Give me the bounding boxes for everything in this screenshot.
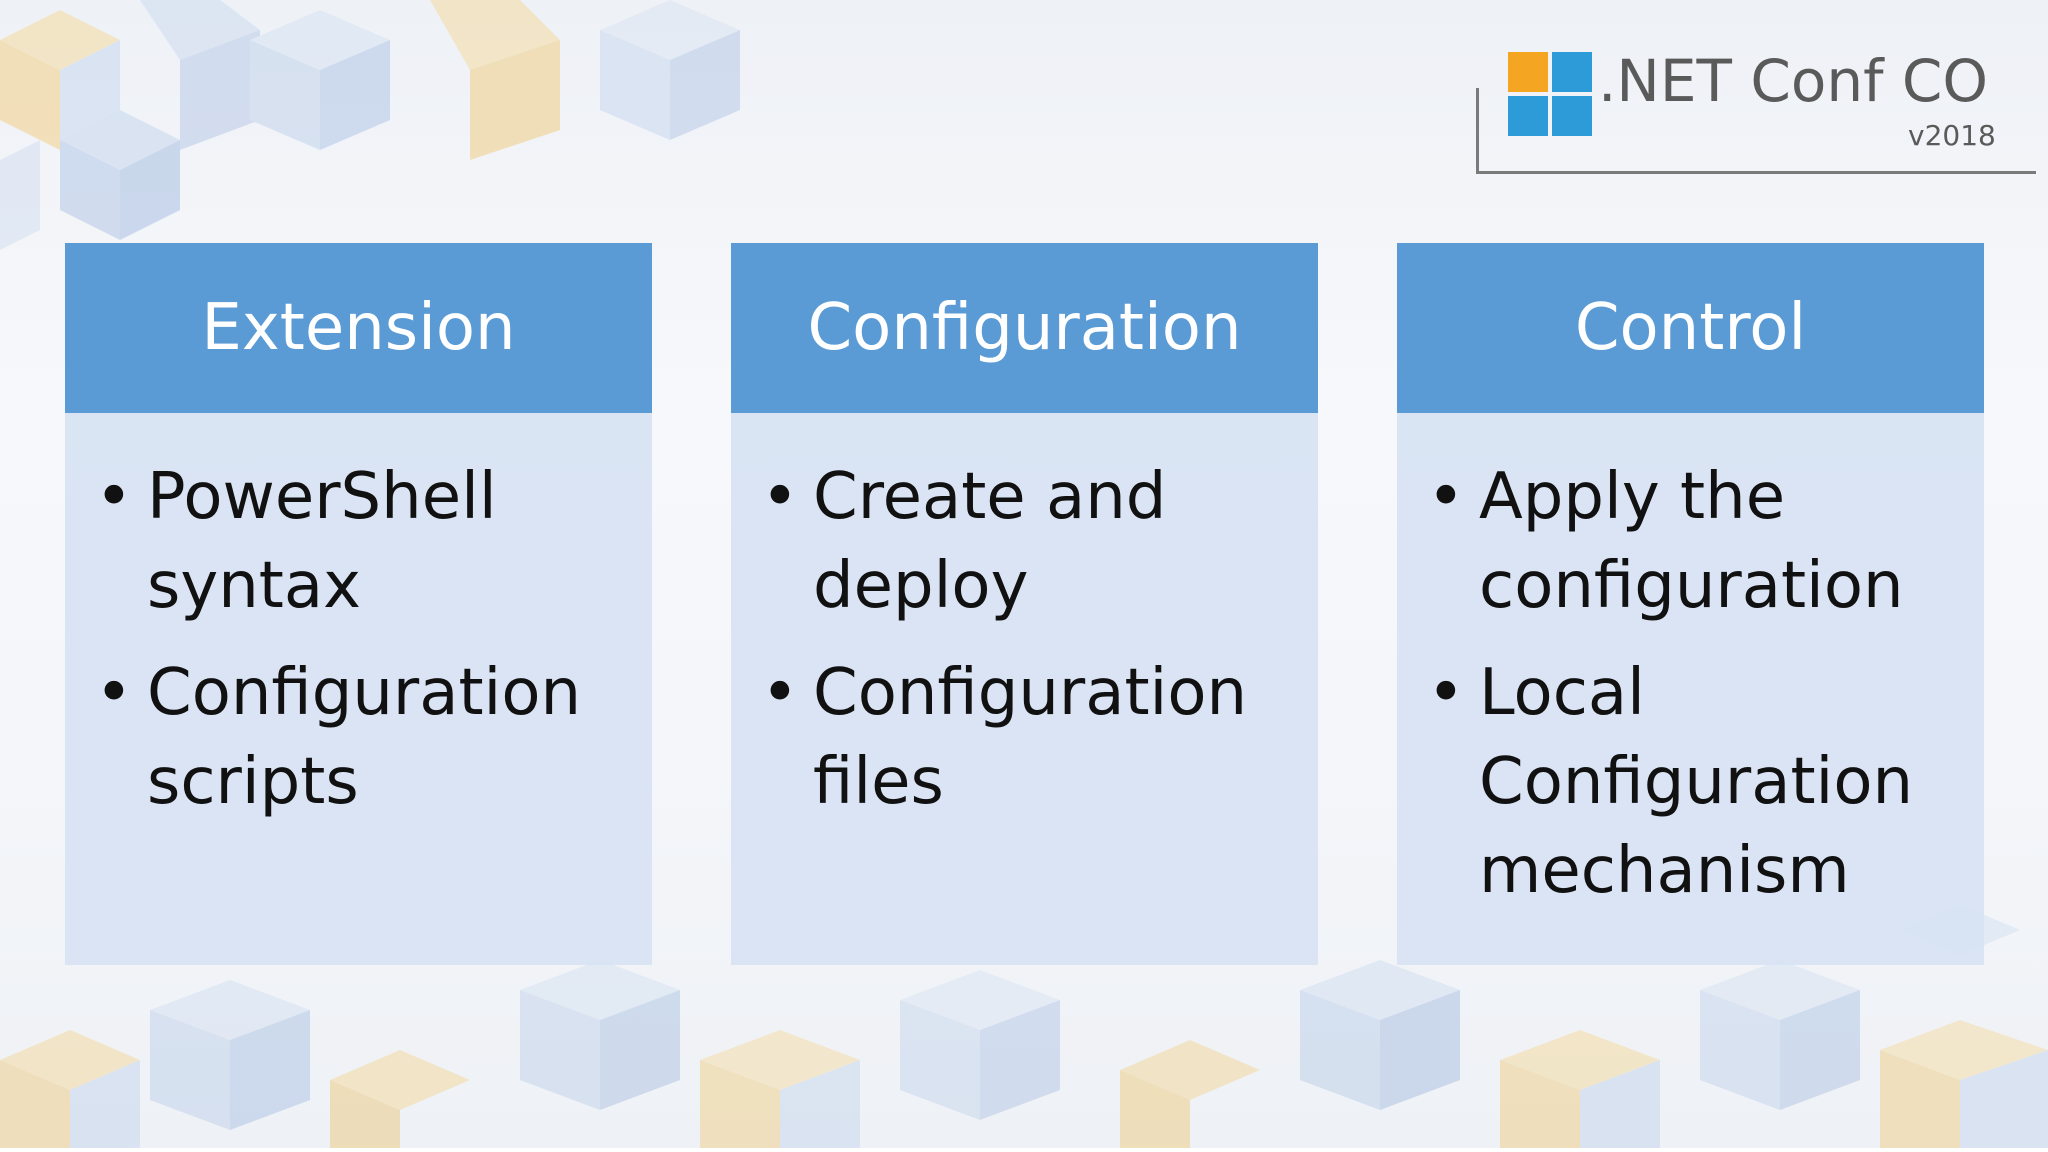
- column-title: Configuration: [807, 291, 1242, 365]
- column-body: • Create and deploy • Configuration file…: [731, 413, 1318, 965]
- list-item-text: Local Configuration mechanism: [1479, 656, 1914, 908]
- bullet-icon: •: [761, 656, 799, 730]
- bullet-list: • PowerShell syntax • Configuration scri…: [95, 453, 632, 827]
- list-item: • Configuration files: [761, 649, 1298, 827]
- column-control: Control • Apply the configuration • Loca…: [1397, 243, 1984, 965]
- logo-title: .NET Conf CO: [1598, 47, 1989, 115]
- list-item: • Configuration scripts: [95, 649, 632, 827]
- column-header: Configuration: [731, 243, 1318, 413]
- bullet-icon: •: [95, 460, 133, 534]
- list-item: • Local Configuration mechanism: [1427, 649, 1964, 916]
- column-body: • PowerShell syntax • Configuration scri…: [65, 413, 652, 965]
- bullet-icon: •: [1427, 656, 1465, 730]
- column-extension: Extension • PowerShell syntax • Configur…: [65, 243, 652, 965]
- column-configuration: Configuration • Create and deploy • Conf…: [731, 243, 1318, 965]
- conference-logo: .NET Conf CO v2018: [1476, 48, 2036, 178]
- bullet-list: • Create and deploy • Configuration file…: [761, 453, 1298, 827]
- bullet-icon: •: [95, 656, 133, 730]
- logo-frame: [1476, 88, 2036, 174]
- list-item: • Apply the configuration: [1427, 453, 1964, 631]
- column-header: Extension: [65, 243, 652, 413]
- list-item-text: Apply the configuration: [1479, 460, 1904, 623]
- bullet-icon: •: [761, 460, 799, 534]
- column-title: Extension: [201, 291, 516, 365]
- column-body: • Apply the configuration • Local Config…: [1397, 413, 1984, 965]
- bullet-icon: •: [1427, 460, 1465, 534]
- list-item-text: Configuration files: [813, 656, 1248, 819]
- list-item-text: Configuration scripts: [147, 656, 582, 819]
- footer-strip: [0, 1148, 2048, 1152]
- column-header: Control: [1397, 243, 1984, 413]
- list-item: • Create and deploy: [761, 453, 1298, 631]
- windows-logo-icon: [1508, 52, 1592, 136]
- list-item-text: PowerShell syntax: [147, 460, 497, 623]
- logo-version: v2018: [1908, 119, 1996, 152]
- bullet-list: • Apply the configuration • Local Config…: [1427, 453, 1964, 916]
- column-title: Control: [1574, 291, 1807, 365]
- list-item-text: Create and deploy: [813, 460, 1167, 623]
- list-item: • PowerShell syntax: [95, 453, 632, 631]
